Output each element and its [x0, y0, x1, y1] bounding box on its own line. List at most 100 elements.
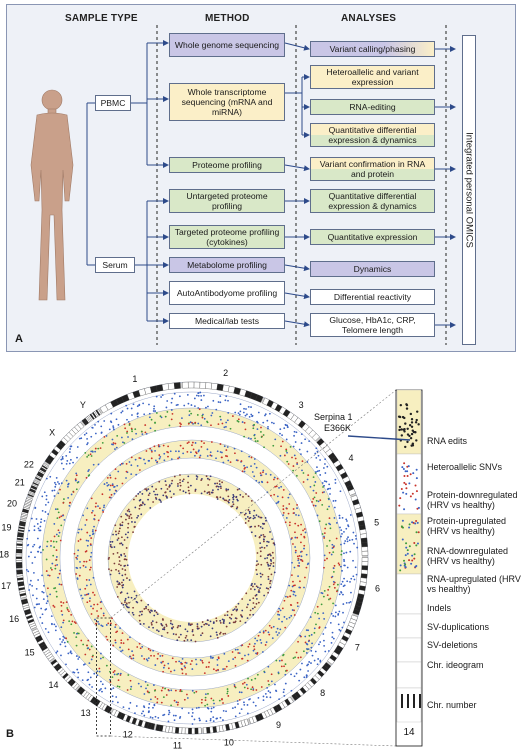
circos-point: [252, 602, 255, 604]
circos-point: [45, 498, 48, 501]
ideogram-band: [155, 724, 161, 732]
circos-point: [100, 624, 103, 627]
circos-point: [117, 583, 120, 586]
circos-point: [201, 659, 204, 662]
zoom-point: [415, 565, 418, 568]
circos-point: [279, 609, 282, 612]
circos-point: [150, 449, 153, 452]
circos-point: [179, 484, 182, 487]
circos-point: [285, 669, 288, 672]
circos-point: [212, 622, 215, 624]
circos-point: [326, 545, 328, 547]
circos-point: [114, 442, 117, 445]
circos-point: [153, 704, 156, 707]
circos-point: [306, 643, 309, 646]
circos-point: [96, 603, 99, 606]
circos-point: [52, 604, 55, 607]
analysis-quantitative-differential-2: Quantitative differential expression & d…: [310, 189, 435, 213]
circos-point: [210, 657, 212, 659]
circos-point: [231, 707, 234, 709]
circos-point: [319, 659, 322, 662]
circos-point: [302, 481, 305, 483]
zoom-point: [398, 425, 402, 429]
ideogram-band: [167, 382, 175, 390]
circos-point: [191, 660, 193, 662]
method-whole-genome-sequencing: Whole genome sequencing: [169, 33, 285, 57]
circos-point: [225, 421, 228, 424]
circos-point: [91, 509, 94, 512]
circos-point: [242, 411, 245, 414]
circos-point: [242, 495, 244, 498]
circos-point: [302, 472, 305, 474]
circos-point: [86, 507, 89, 510]
circos-point: [124, 558, 126, 561]
ideogram-band: [311, 433, 320, 442]
circos-point: [152, 649, 155, 652]
circos-point: [127, 596, 130, 599]
circos-point: [105, 635, 108, 638]
circos-point: [132, 654, 135, 657]
circos-point: [225, 710, 227, 713]
circos-point: [121, 581, 123, 584]
circos-point: [194, 640, 197, 643]
circos-point: [257, 591, 260, 593]
circos-point: [117, 532, 120, 535]
circos-point: [270, 562, 272, 565]
circos-point: [70, 652, 73, 655]
circos-point: [125, 547, 128, 549]
circos-point: [238, 699, 241, 701]
ideogram-band: [15, 556, 23, 559]
circos-point: [226, 614, 229, 617]
circos-point: [246, 606, 248, 609]
circos-point: [313, 484, 316, 487]
circos-point: [278, 659, 281, 662]
circos-point: [120, 515, 123, 518]
circos-point: [36, 550, 39, 553]
circos-point: [99, 657, 102, 660]
circos-point: [62, 621, 65, 624]
chromosome-label: 21: [15, 478, 25, 488]
circos-point: [324, 463, 326, 465]
circos-point: [298, 679, 301, 682]
circos-point: [321, 592, 324, 595]
circos-point: [209, 635, 212, 638]
circos-point: [158, 457, 161, 460]
zoom-strip-band: [396, 637, 422, 663]
circos-point: [277, 613, 279, 616]
circos-point: [77, 671, 80, 674]
zoom-point: [408, 424, 412, 427]
circos-point: [126, 430, 129, 433]
circos-point: [126, 606, 129, 609]
circos-point: [276, 634, 279, 636]
circos-point: [152, 501, 155, 503]
circos-point: [217, 485, 220, 488]
circos-point: [281, 607, 284, 610]
circos-point: [163, 452, 166, 455]
circos-point: [259, 575, 262, 578]
circos-point: [25, 568, 28, 571]
circos-point: [103, 483, 106, 485]
circos-point: [273, 493, 276, 496]
circos-point: [279, 432, 281, 435]
circos-point: [240, 708, 243, 711]
circos-point: [116, 685, 119, 688]
circos-point: [114, 448, 116, 450]
circos-point: [120, 554, 123, 557]
zoom-point: [403, 508, 406, 511]
circos-point: [322, 633, 325, 635]
circos-point: [210, 424, 212, 427]
circos-point: [117, 470, 120, 473]
circos-point: [261, 651, 264, 653]
circos-point: [322, 486, 324, 488]
circos-point: [266, 544, 268, 547]
circos-point: [142, 623, 145, 625]
circos-point: [282, 654, 284, 657]
circos-point: [284, 682, 287, 685]
circos-point: [224, 614, 226, 617]
zoom-point: [410, 432, 414, 436]
circos-point: [121, 632, 124, 635]
circos-point: [116, 580, 119, 583]
circos-point: [283, 616, 286, 618]
circos-point: [117, 679, 120, 682]
circos-point: [295, 514, 297, 516]
